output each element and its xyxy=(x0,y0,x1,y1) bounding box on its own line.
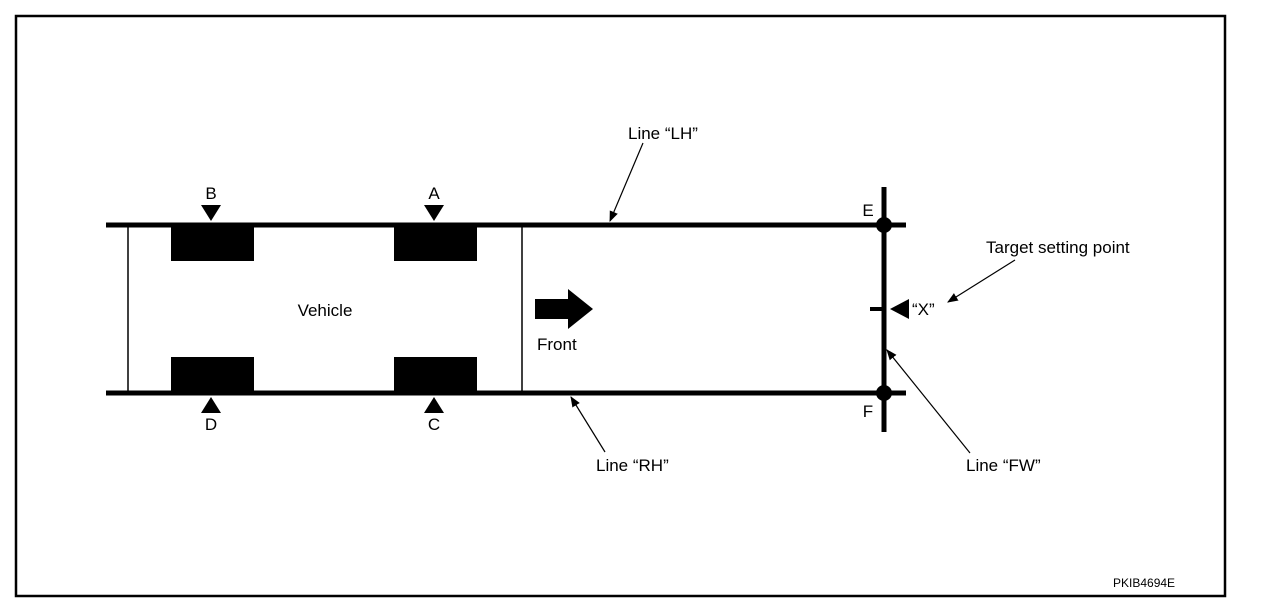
target-x-label: “X” xyxy=(912,300,935,319)
point-b-label: B xyxy=(205,184,216,203)
point-c-label: C xyxy=(428,415,440,434)
point-a-label: A xyxy=(428,184,440,203)
point-f-label: F xyxy=(863,402,873,421)
wheel-front-left xyxy=(394,225,477,261)
target-x-pointer-icon xyxy=(890,299,909,319)
wheel-rear-right xyxy=(171,357,254,393)
leader-line-rh xyxy=(570,396,606,453)
triangle-pointer-icon xyxy=(201,397,221,413)
leader-line-lh xyxy=(609,142,644,222)
wheel-rear-left xyxy=(171,225,254,261)
line-lh-label: Line “LH” xyxy=(628,124,698,143)
figure-code: PKIB4694E xyxy=(1113,576,1175,590)
target-setting-point-label: Target setting point xyxy=(986,238,1130,257)
point-f-dot xyxy=(876,385,892,401)
front-label: Front xyxy=(537,335,577,354)
triangle-pointer-icon xyxy=(424,205,444,221)
point-e-label: E xyxy=(862,201,873,220)
triangle-pointer-icon xyxy=(201,205,221,221)
figure-frame xyxy=(14,14,1227,598)
leader-target-setting-point xyxy=(947,259,1016,303)
line-rh-label: Line “RH” xyxy=(596,456,669,475)
line-fw-label: Line “FW” xyxy=(966,456,1041,475)
vehicle-label: Vehicle xyxy=(298,301,353,320)
point-d-label: D xyxy=(205,415,217,434)
triangle-pointer-icon xyxy=(424,397,444,413)
leader-line-fw xyxy=(886,349,971,454)
right-arrow-icon xyxy=(535,289,593,329)
wheel-front-right xyxy=(394,357,477,393)
point-e-dot xyxy=(876,217,892,233)
